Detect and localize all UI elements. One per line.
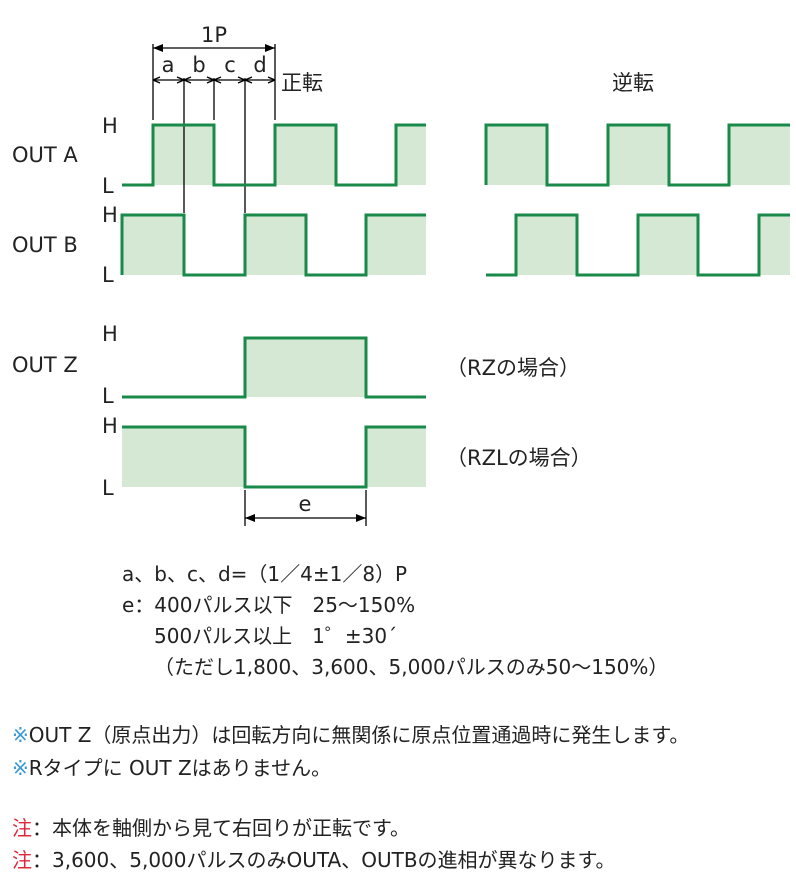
- reverse-label: 逆転: [612, 71, 654, 95]
- out-b-high: H: [102, 203, 118, 227]
- remark: ※OUT Z（原点出力）は回転方向に無関係に原点位置通過時に発生します。: [12, 723, 689, 747]
- remark: ※Rタイプに OUT Zはありません。: [12, 756, 331, 780]
- period-label: 1P: [201, 23, 227, 47]
- spec-line: 500パルス以上 1゜±30´: [154, 624, 397, 648]
- dimension-lines: [152, 44, 367, 526]
- forward-label: 正転: [281, 71, 323, 95]
- out-a-label: OUT A: [12, 143, 78, 167]
- waveform-fills: [122, 125, 790, 487]
- remark-text: OUT Z（原点出力）は回転方向に無関係に原点位置通過時に発生します。: [29, 723, 690, 747]
- out-z-low: L: [102, 384, 114, 408]
- note-mark: 注: [12, 816, 32, 840]
- out-z-rzl-low: L: [102, 476, 114, 500]
- out-z-high: H: [102, 322, 118, 346]
- out-b-low: L: [102, 263, 114, 287]
- asterisk-mark: ※: [12, 756, 29, 780]
- phase-label-d: d: [253, 53, 266, 77]
- note-text: ：本体を軸側から見て右回りが正転です。: [32, 816, 410, 840]
- spec-line: （ただし1,800、3,600、5,000パルスのみ50〜150%）: [154, 655, 668, 679]
- spec-line: e：400パルス以下 25〜150%: [122, 593, 415, 617]
- out-a-high: H: [102, 114, 118, 138]
- phase-label-c: c: [224, 53, 236, 77]
- spec-line: a、b、c、d=（1／4±1／8）P: [122, 562, 407, 586]
- out-a-forward-waveform: [122, 123, 426, 187]
- note: 注：3,600、5,000パルスのみOUTA、OUTBの進相が異なります。: [12, 848, 616, 872]
- note: 注：本体を軸側から見て右回りが正転です。: [12, 816, 410, 840]
- note-text: ：3,600、5,000パルスのみOUTA、OUTBの進相が異なります。: [32, 848, 616, 872]
- out-b-label: OUT B: [12, 233, 78, 257]
- asterisk-mark: ※: [12, 723, 29, 747]
- phase-label-a: a: [162, 53, 175, 77]
- out-z-rzl-waveform: [122, 425, 426, 489]
- out-z-label: OUT Z: [12, 353, 78, 377]
- rz-caption: （RZの場合）: [446, 356, 580, 380]
- rzl-caption: （RZLの場合）: [446, 446, 592, 470]
- out-z-rz-waveform: [122, 336, 426, 399]
- out-a-reverse-waveform: [484, 123, 790, 187]
- note-mark: 注: [12, 848, 32, 872]
- remark-text: Rタイプに OUT Zはありません。: [29, 756, 331, 780]
- out-z-rzl-high: H: [102, 414, 118, 438]
- out-b-reverse-waveform: [486, 213, 790, 277]
- phase-label-b: b: [192, 53, 205, 77]
- e-label: e: [299, 492, 312, 516]
- out-a-low: L: [102, 174, 114, 198]
- out-b-forward-waveform: [120, 213, 426, 277]
